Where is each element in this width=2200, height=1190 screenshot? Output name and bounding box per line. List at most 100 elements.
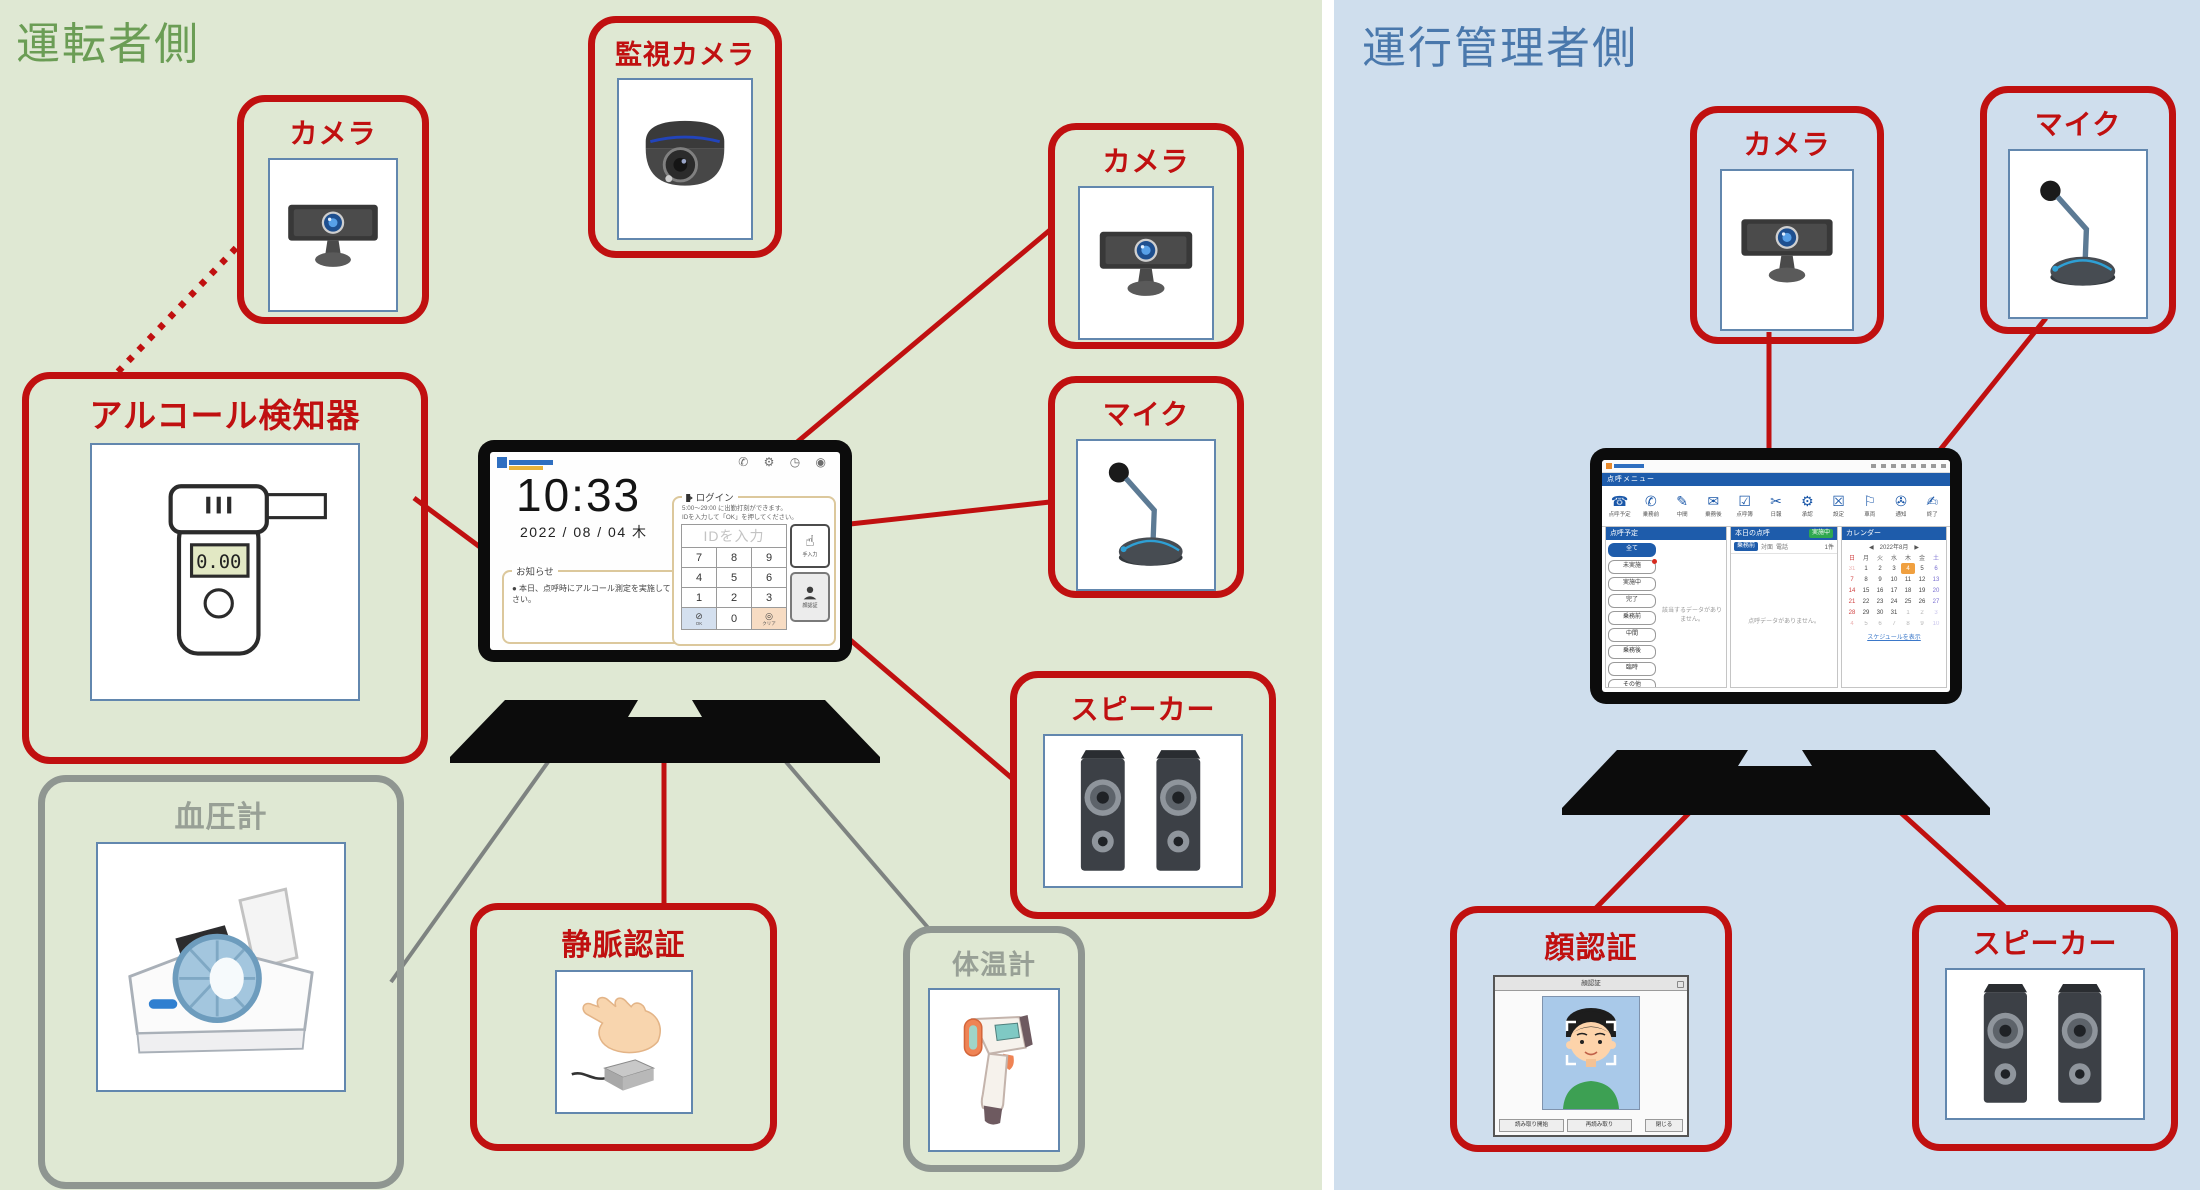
manager-panels: 点呼予定 全て未実施実施中完了乗務前中間乗務後臨時その他 該当するデータがありま… [1605, 526, 1947, 688]
device-label: 顔認証 [1544, 932, 1638, 965]
device-image-frame [96, 842, 346, 1092]
manager-laptop-base [1562, 750, 1990, 815]
app-logo [1606, 463, 1612, 469]
keypad-key-5: 5 [717, 568, 751, 587]
keypad-key-6: 6 [752, 568, 786, 587]
manager-app-screen: 点呼メニュー ☎点呼予定✆乗務前✎中間✉乗務後☑点呼簿✂日報⚙承認☒設定⚐車両✇… [1602, 460, 1950, 692]
filter-pill: 乗務前 [1608, 611, 1656, 625]
device-label: 監視カメラ [615, 40, 755, 70]
screen-header-icons: ✆ ⚙ ◷ ◉ [738, 455, 832, 469]
device-box-microphone-manager: マイク [1980, 86, 2176, 334]
manager-toolbar: ☎点呼予定✆乗務前✎中間✉乗務後☑点呼簿✂日報⚙承認☒設定⚐車両✇通知✍終了 [1602, 486, 1950, 527]
device-label: 血圧計 [174, 801, 268, 834]
keypad-key-1: 1 [682, 588, 716, 607]
dome-camera-icon [645, 120, 725, 186]
window-buttons [1871, 464, 1946, 468]
filter-pill: 中間 [1608, 628, 1656, 642]
blood-pressure-monitor-icon [128, 887, 314, 1054]
device-box-microphone-left: マイク [1048, 376, 1244, 598]
microphone-icon [2040, 180, 2116, 286]
keypad-key-4: 4 [682, 568, 716, 587]
device-box-speaker-manager: スピーカー [1912, 905, 2178, 1151]
device-box-face-auth: 顔認証 顔認証 [1450, 906, 1732, 1152]
device-box-camera-top-left: カメラ [237, 95, 429, 324]
filter-pill: 実施中 [1608, 577, 1656, 591]
login-notes: 5:00～29:00 に出勤打刻ができます。 IDを入力して「OK」を押してくだ… [682, 505, 798, 521]
face-auth-window: 顔認証 [1493, 975, 1689, 1137]
speakers-icon [1080, 750, 1201, 871]
write-icon: ✍ [1926, 493, 1939, 509]
clock-display: 10:33 [516, 469, 642, 521]
device-image-frame: 0.00 [90, 443, 360, 701]
filter-pill: 完了 [1608, 594, 1656, 608]
device-image-frame [2008, 149, 2148, 319]
status-badge: 実施中 [1808, 529, 1833, 538]
handset-icon: ✆ [1645, 493, 1657, 509]
id-input-display: IDを入力 [682, 525, 786, 547]
device-image-frame [268, 158, 398, 312]
keypad-key-3: 3 [752, 588, 786, 607]
calendar-month-nav: ◀ 2022年8月 ▶ [1869, 545, 1919, 551]
keypad-ok-button: ⊘OK [682, 608, 716, 629]
microphone-icon [1108, 462, 1183, 566]
device-label: スピーカー [1972, 928, 2118, 959]
toolbar-item: ⚐車両 [1863, 493, 1877, 519]
webcam-icon [1099, 231, 1193, 296]
toolbar-item: ✂日報 [1770, 493, 1782, 519]
calendar-link: スケジュールを表示 [1867, 635, 1921, 641]
face-login-button: 顔認証 [790, 572, 830, 622]
device-image-frame [928, 988, 1060, 1152]
date-display: 2022 / 08 / 04 木 [520, 524, 648, 540]
cut-icon: ✂ [1770, 493, 1782, 509]
device-box-thermometer: 体温計 [903, 926, 1085, 1172]
device-image-frame [1720, 169, 1854, 331]
filter-pill: 乗務後 [1608, 645, 1656, 659]
face-buttons: 読み取り開始再読み取り閉じる [1499, 1119, 1683, 1132]
keypad-key-7: 7 [682, 548, 716, 567]
device-image-frame [1078, 186, 1214, 340]
person-camera-icon [803, 586, 817, 600]
face-window-title: 顔認証 [1495, 977, 1687, 991]
device-label: スピーカー [1070, 694, 1216, 725]
filter-pill: その他 [1608, 679, 1656, 687]
tape-icon: ✇ [1895, 493, 1907, 509]
toolbar-item: ☎点呼予定 [1608, 493, 1631, 519]
close-box-icon: ☒ [1832, 493, 1845, 509]
notice-panel: お知らせ ● 本日、点呼時にアルコール測定を実施してください。 [502, 564, 702, 644]
toolbar-item: ☒設定 [1832, 493, 1845, 519]
device-box-vein-auth: 静脈認証 [470, 903, 777, 1151]
device-label: カメラ [1743, 129, 1831, 160]
rollcall-schedule-panel: 点呼予定 全て未実施実施中完了乗務前中間乗務後臨時その他 該当するデータがありま… [1605, 526, 1727, 688]
check-icon: ☑ [1738, 493, 1751, 509]
toolbar-item: ⚙承認 [1800, 493, 1814, 519]
empty-note: 該当するデータがありません。 [1661, 607, 1722, 623]
dotted-link-camera-alcohol [111, 245, 239, 379]
app-logo [497, 457, 553, 475]
face-illustration [1563, 1008, 1619, 1109]
device-image-frame [554, 970, 693, 1114]
face-photo [1542, 996, 1640, 1110]
phone-icon: ☎ [1610, 493, 1629, 509]
mail-icon: ✉ [1707, 493, 1720, 509]
window-titlebar [1602, 460, 1950, 473]
login-title: ログイン [682, 490, 738, 504]
breathalyzer-reading: 0.00 [196, 552, 241, 573]
device-box-speaker-left: スピーカー [1010, 671, 1276, 919]
keypad-key-2: 2 [717, 588, 751, 607]
keypad-key-8: 8 [717, 548, 751, 567]
status-subrow: 乗務前 対面 電話 1件 [1731, 540, 1837, 554]
webcam-icon [1741, 219, 1833, 283]
toolbar-item: ✆乗務前 [1642, 493, 1660, 519]
manager-side-title: 運行管理者側 [1362, 24, 1638, 73]
manager-laptop-screen: 点呼メニュー ☎点呼予定✆乗務前✎中間✉乗務後☑点呼簿✂日報⚙承認☒設定⚐車両✇… [1590, 448, 1962, 704]
toolbar-item: ✇通知 [1895, 493, 1907, 519]
face-window-button: 読み取り開始 [1499, 1119, 1564, 1132]
device-box-alcohol-detector: アルコール検知器 0.00 [22, 372, 428, 764]
edit-icon: ✎ [1676, 493, 1689, 509]
device-image-frame [617, 78, 753, 240]
forehead-thermometer-icon [963, 1015, 1033, 1125]
